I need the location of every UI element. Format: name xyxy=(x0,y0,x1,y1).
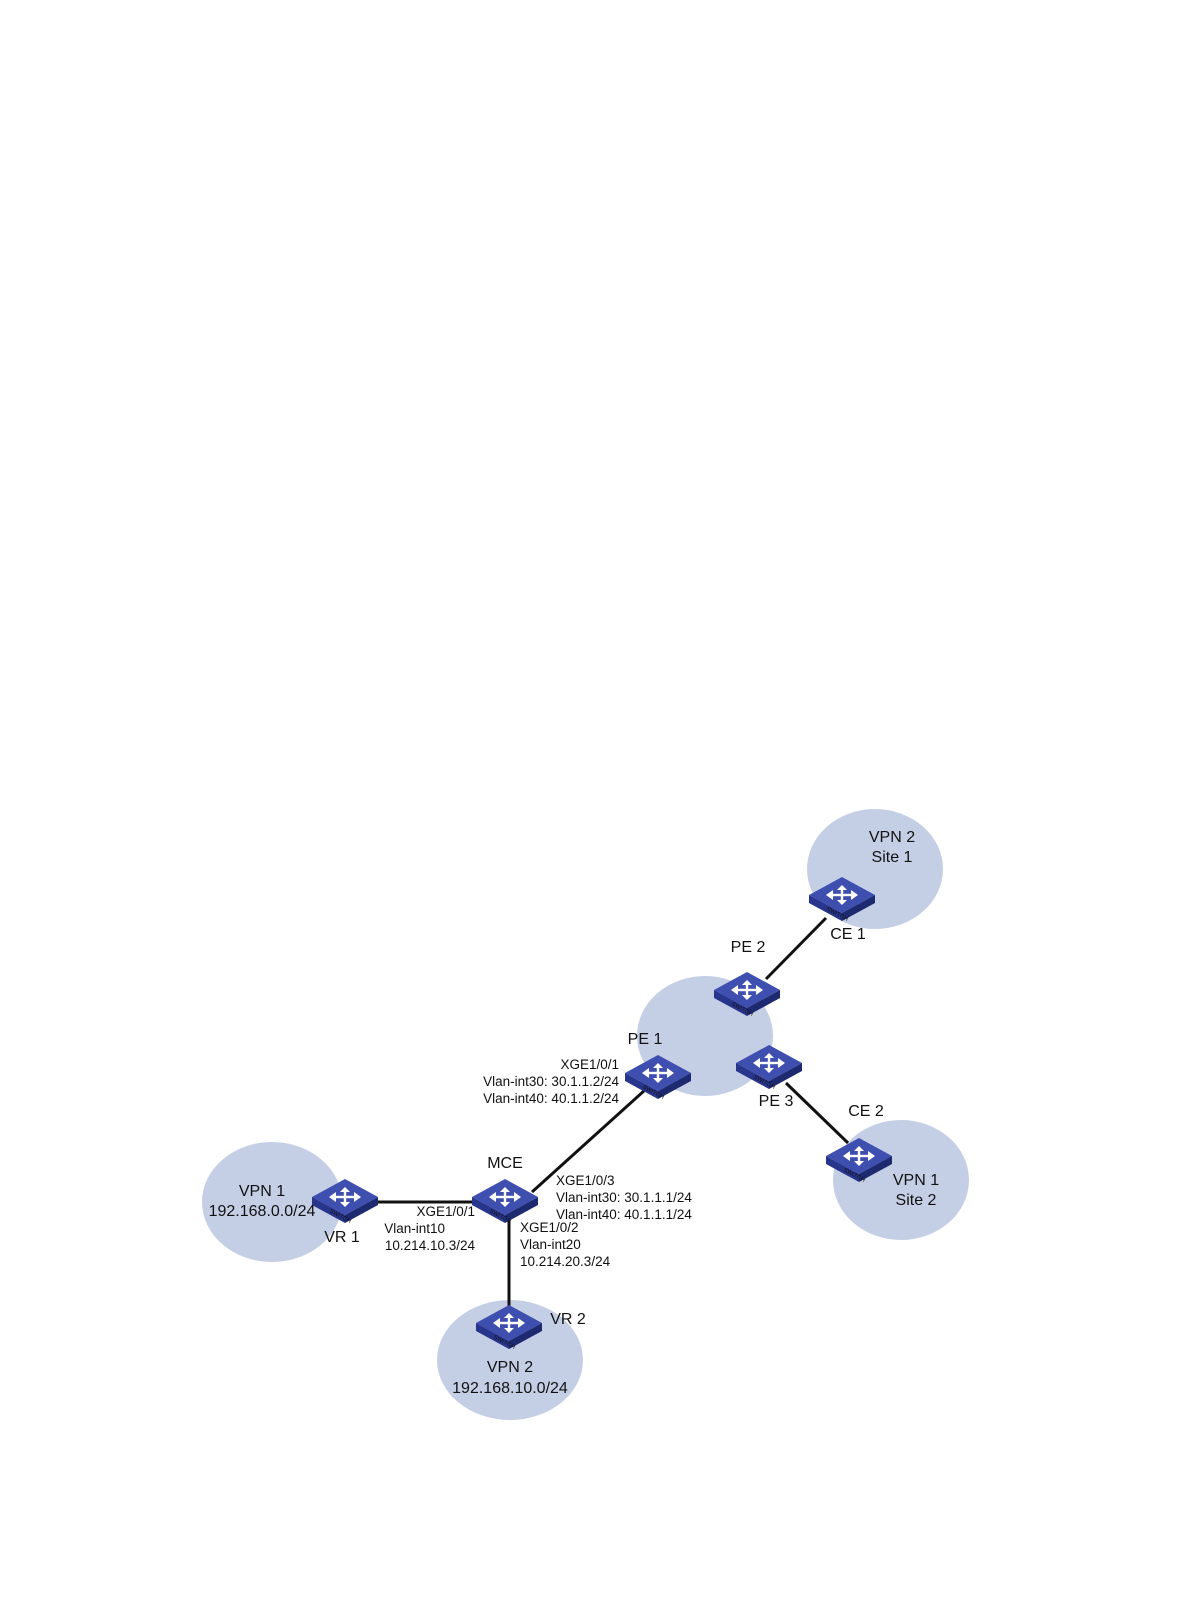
iface-vlan40: Vlan-int40: 40.1.1.1/24 xyxy=(556,1207,692,1222)
switch-pe1-icon: SWITCH xyxy=(625,1055,691,1101)
iface-mce-vr2: XGE1/0/2 Vlan-int20 10.214.20.3/24 xyxy=(520,1220,611,1269)
ce1-label: CE 1 xyxy=(830,926,866,943)
vpn2-site1-site: Site 1 xyxy=(872,849,913,866)
vpn1-site2-site: Site 2 xyxy=(896,1192,937,1209)
pe3-label: PE 3 xyxy=(759,1093,794,1110)
iface-ip: 10.214.20.3/24 xyxy=(520,1254,611,1269)
link-pe2-ce1 xyxy=(764,916,828,981)
iface-vlan: Vlan-int10 xyxy=(384,1221,445,1236)
iface-port: XGE1/0/1 xyxy=(560,1057,619,1072)
ce2-label: CE 2 xyxy=(848,1103,884,1120)
pe2-label: PE 2 xyxy=(731,939,766,956)
iface-vlan40: Vlan-int40: 40.1.1.2/24 xyxy=(483,1091,619,1106)
iface-ip: 10.214.10.3/24 xyxy=(385,1238,476,1253)
iface-vlan30: Vlan-int30: 30.1.1.1/24 xyxy=(556,1190,692,1205)
switch-ce1-icon: SWITCH xyxy=(809,877,875,923)
iface-mce-pe1: XGE1/0/3 Vlan-int30: 30.1.1.1/24 Vlan-in… xyxy=(556,1173,692,1222)
iface-port: XGE1/0/2 xyxy=(520,1220,579,1235)
switch-pe2-icon: SWITCH xyxy=(714,972,780,1018)
vr2-label: VR 2 xyxy=(550,1311,586,1328)
switch-mce-icon: SWITCH xyxy=(472,1179,538,1225)
iface-vlan30: Vlan-int30: 30.1.1.2/24 xyxy=(483,1074,619,1089)
vpn1-site2-name: VPN 1 xyxy=(893,1172,939,1189)
iface-port: XGE1/0/3 xyxy=(556,1173,615,1188)
vr1-label: VR 1 xyxy=(324,1229,360,1246)
cloud-vpn1-site1 xyxy=(202,1142,342,1262)
vpn2-site1-name: VPN 2 xyxy=(869,829,915,846)
vpn2-site-name: VPN 2 xyxy=(487,1359,533,1376)
pe1-label: PE 1 xyxy=(628,1031,663,1048)
link-mce-pe1 xyxy=(530,1088,647,1194)
iface-port: XGE1/0/1 xyxy=(416,1204,475,1219)
links xyxy=(378,916,850,1312)
mce-label: MCE xyxy=(487,1155,523,1172)
link-pe3-ce2 xyxy=(784,1081,850,1145)
vpn1-site1-subnet: 192.168.0.0/24 xyxy=(209,1203,316,1220)
iface-pe1-mce: XGE1/0/1 Vlan-int30: 30.1.1.2/24 Vlan-in… xyxy=(483,1057,619,1106)
cloud-vpn2-site xyxy=(437,1300,583,1420)
vpn2-site-subnet: 192.168.10.0/24 xyxy=(452,1380,568,1397)
iface-mce-vr1: XGE1/0/1 Vlan-int10 10.214.10.3/24 xyxy=(384,1204,475,1253)
iface-vlan: Vlan-int20 xyxy=(520,1237,581,1252)
vpn1-site1-name: VPN 1 xyxy=(239,1183,285,1200)
